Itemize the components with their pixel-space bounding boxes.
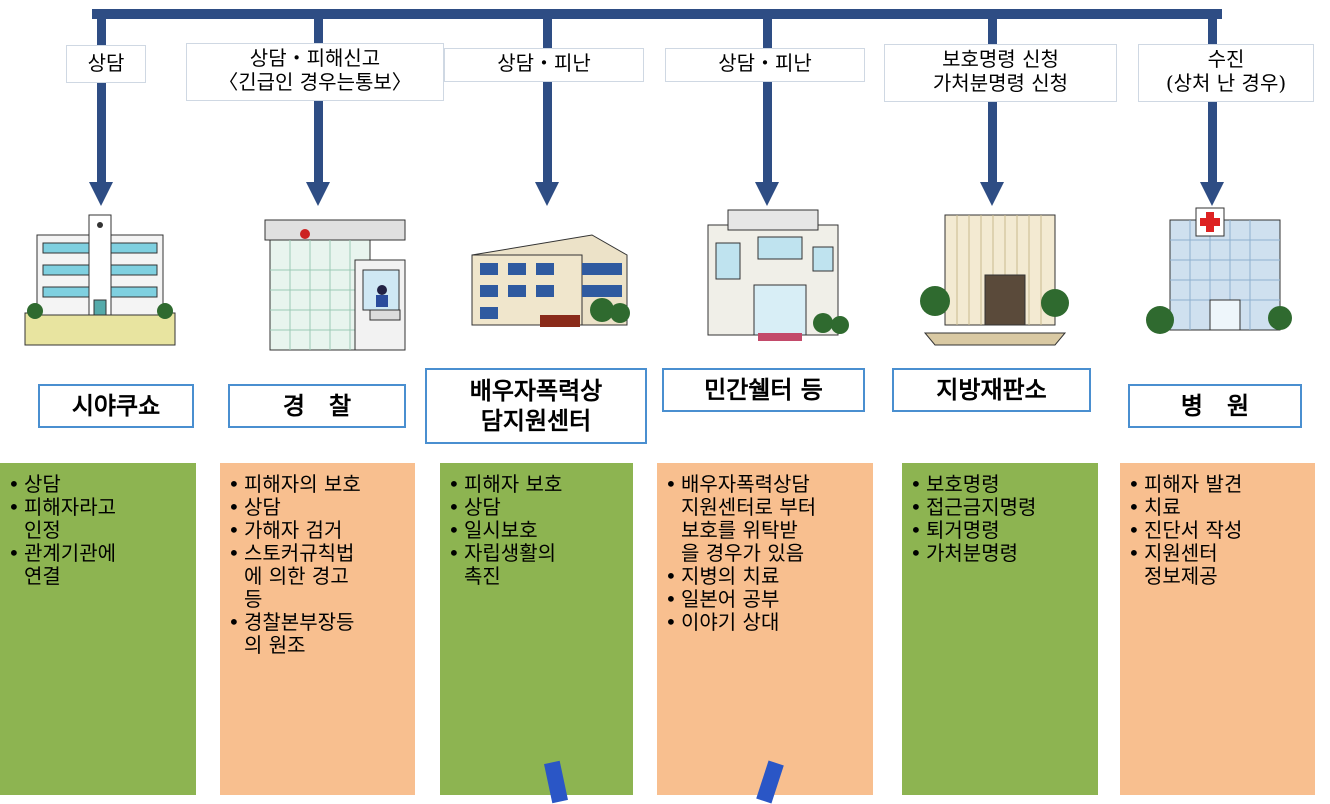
police-station-building-image — [245, 210, 415, 360]
support-center-building-image — [462, 215, 632, 365]
service-item: 피해자라고 인정 — [8, 496, 188, 542]
service-item: 가해자 검거 — [228, 519, 407, 543]
service-item: 피해자의 보호 — [228, 473, 407, 497]
services-list-4: 배우자폭력상담 지원센터로 부터 보호를 위탁받 을 경우가 있음 지병의 치료… — [665, 473, 865, 635]
service-item: 진단서 작성 — [1128, 519, 1307, 543]
service-item: 피해자 발견 — [1128, 473, 1307, 497]
arrow-label-5: 보호명령 신청 가처분명령 신청 — [884, 44, 1117, 102]
connector-arrow-1 — [89, 9, 113, 206]
service-item: 보호명령 — [910, 473, 1090, 497]
organization-name-1: 시야쿠쇼 — [38, 384, 194, 428]
service-item: 관계기관에 연결 — [8, 542, 188, 588]
connector-arrow-4 — [755, 9, 779, 206]
service-item: 피해자 보호 — [448, 473, 625, 497]
arrow-label-1: 상담 — [66, 45, 146, 83]
service-item: 치료 — [1128, 496, 1307, 520]
service-item: 경찰본부장등 의 원조 — [228, 611, 407, 657]
services-list-3: 피해자 보호 상담 일시보호 자립생활의 촉진 — [448, 473, 625, 588]
service-item: 배우자폭력상담 지원센터로 부터 보호를 위탁받 을 경우가 있음 — [665, 473, 865, 565]
services-list-6: 피해자 발견 치료 진단서 작성 지원센터 정보제공 — [1128, 473, 1307, 588]
service-item: 상담 — [228, 496, 407, 520]
service-item: 지병의 치료 — [665, 565, 865, 589]
services-panel-3: 피해자 보호 상담 일시보호 자립생활의 촉진 — [440, 463, 633, 795]
service-item: 자립생활의 촉진 — [448, 542, 625, 588]
arrow-label-3: 상담・피난 — [444, 48, 644, 82]
shelter-building-image — [688, 205, 858, 355]
service-item: 이야기 상대 — [665, 611, 865, 635]
top-connector-line — [92, 9, 1222, 19]
services-panel-5: 보호명령 접근금지명령 퇴거명령 가처분명령 — [902, 463, 1098, 795]
arrow-label-6: 수진 (상처 난 경우) — [1138, 44, 1314, 102]
city-hall-building-image — [15, 205, 185, 355]
services-list-1: 상담 피해자라고 인정 관계기관에 연결 — [8, 473, 188, 588]
service-item: 접근금지명령 — [910, 496, 1090, 520]
arrow-label-2: 상담・피해신고 〈긴급인 경우는통보〉 — [186, 43, 444, 101]
service-item: 지원센터 정보제공 — [1128, 542, 1307, 588]
services-panel-1: 상담 피해자라고 인정 관계기관에 연결 — [0, 463, 196, 795]
services-panel-6: 피해자 발견 치료 진단서 작성 지원센터 정보제공 — [1120, 463, 1315, 795]
services-panel-2: 피해자의 보호 상담 가해자 검거 스토커규칙법 에 의한 경고 등 경찰본부장… — [220, 463, 415, 795]
service-item: 가처분명령 — [910, 542, 1090, 566]
organization-name-3: 배우자폭력상 담지원센터 — [425, 368, 647, 444]
service-item: 일시보호 — [448, 519, 625, 543]
connector-arrow-3 — [535, 9, 559, 206]
hospital-building-image — [1130, 200, 1300, 350]
service-item: 스토커규칙법 에 의한 경고 등 — [228, 542, 407, 611]
service-item: 상담 — [8, 473, 188, 497]
services-list-5: 보호명령 접근금지명령 퇴거명령 가처분명령 — [910, 473, 1090, 566]
arrow-label-4: 상담・피난 — [665, 48, 865, 82]
service-item: 퇴거명령 — [910, 519, 1090, 543]
services-list-2: 피해자의 보호 상담 가해자 검거 스토커규칙법 에 의한 경고 등 경찰본부장… — [228, 473, 407, 657]
service-item: 상담 — [448, 496, 625, 520]
service-item: 일본어 공부 — [665, 588, 865, 612]
organization-name-2: 경 찰 — [228, 384, 406, 428]
organization-name-5: 지방재판소 — [892, 368, 1091, 412]
court-building-image — [905, 205, 1075, 355]
organization-name-6: 병 원 — [1128, 384, 1302, 428]
services-panel-4: 배우자폭력상담 지원센터로 부터 보호를 위탁받 을 경우가 있음 지병의 치료… — [657, 463, 873, 795]
organization-name-4: 민간쉘터 등 — [662, 368, 865, 412]
